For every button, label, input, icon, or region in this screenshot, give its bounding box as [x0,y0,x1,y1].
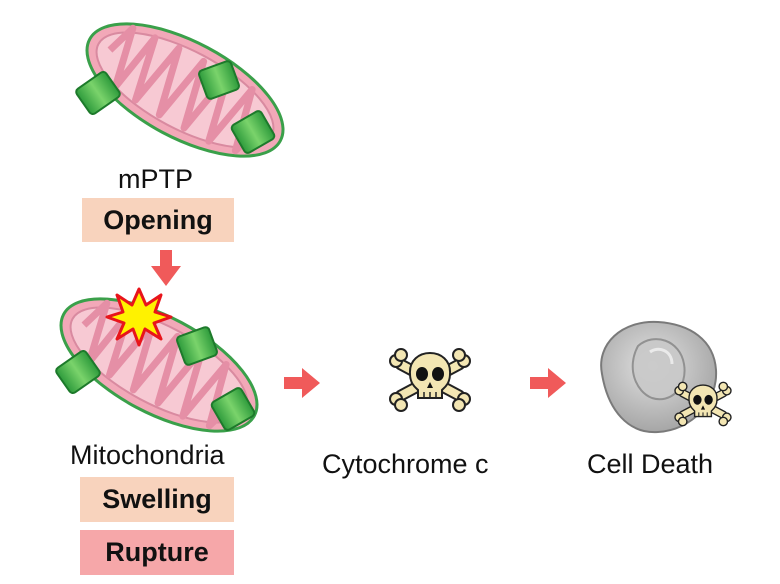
cell-death-label: Cell Death [587,449,714,479]
channel-icon [75,60,276,154]
mitochondrion-icon [75,22,285,158]
arrow-icon [530,368,566,398]
burst-icon [105,287,173,347]
mptp-label: mPTP [118,164,194,194]
cell-icon [600,320,718,434]
mitochondria-label: Mitochondria [70,440,225,470]
rupture-badge: Rupture [80,530,234,575]
skull-crossbones-icon [389,348,471,412]
mitochondrion-icon [55,287,259,433]
arrow-icon [151,250,181,286]
opening-badge: Opening [82,198,234,242]
channel-icon [55,326,256,431]
skull-crossbones-icon [674,381,732,427]
cytochrome-label: Cytochrome c [322,449,489,479]
arrow-icon [284,368,320,398]
swelling-badge: Swelling [80,477,234,522]
